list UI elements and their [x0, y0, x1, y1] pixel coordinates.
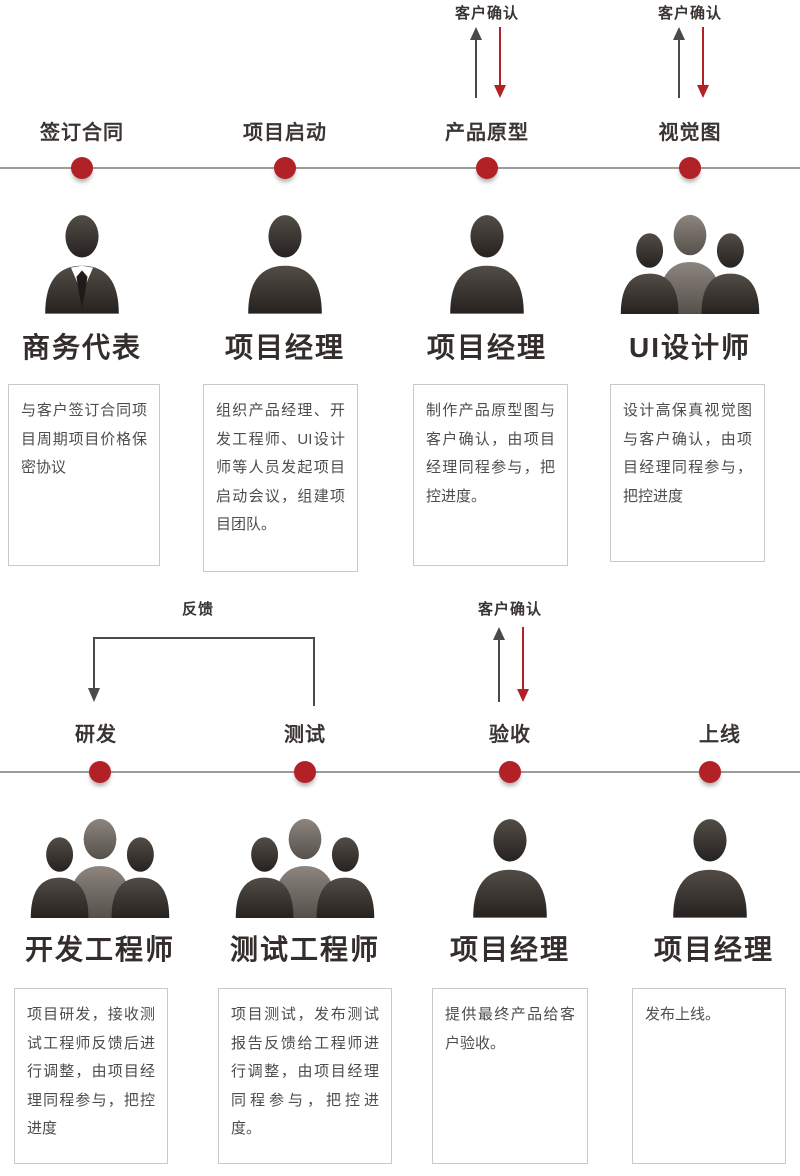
role-label: 项目经理	[426, 332, 548, 363]
role-label: 项目经理	[653, 934, 775, 965]
role-label: UI设计师	[628, 332, 752, 363]
team-group-icon	[230, 816, 380, 918]
description-box: 组织产品经理、开发工程师、UI设计师等人员发起项目启动会议，组建项目团队。	[203, 384, 358, 572]
up-arrow-icon	[470, 27, 482, 98]
role-label: 开发工程师	[24, 934, 176, 965]
business-rep-person-icon	[36, 212, 128, 314]
person-icon	[441, 212, 533, 314]
stage-dot	[476, 157, 498, 179]
customer-confirm-label: 客户确认	[477, 601, 543, 618]
description-box: 设计高保真视觉图与客户确认，由项目经理同程参与，把控进度	[610, 384, 765, 562]
customer-confirm-arrows	[482, 624, 538, 704]
down-arrow-icon	[697, 27, 709, 98]
role-label: 商务代表	[21, 332, 143, 363]
role-label: 项目经理	[449, 934, 571, 965]
up-arrow-icon	[493, 627, 505, 702]
up-arrow-icon	[673, 27, 685, 98]
description-box: 项目研发，接收测试工程师反馈后进行调整，由项目经理同程参与，把控进度	[14, 988, 168, 1164]
milestone-label: 签订合同	[40, 122, 124, 144]
description-box: 发布上线。	[632, 988, 786, 1164]
stage-dot	[294, 761, 316, 783]
stage-dot	[89, 761, 111, 783]
customer-confirm-label: 客户确认	[657, 5, 723, 22]
down-arrow-icon	[517, 627, 529, 702]
stage-dot	[274, 157, 296, 179]
customer-confirm-label: 客户确认	[454, 5, 520, 22]
description-box: 制作产品原型图与客户确认，由项目经理同程参与，把控进度。	[413, 384, 568, 566]
team-group-icon	[615, 212, 765, 314]
description-box: 提供最终产品给客户验收。	[432, 988, 588, 1164]
stage-dot	[499, 761, 521, 783]
role-label: 项目经理	[224, 332, 346, 363]
timeline-line	[0, 167, 800, 169]
person-icon	[664, 816, 756, 918]
person-icon	[464, 816, 556, 918]
milestone-label: 项目启动	[243, 122, 327, 144]
milestone-label: 测试	[284, 724, 326, 746]
stage-dot	[679, 157, 701, 179]
role-label: 测试工程师	[229, 934, 381, 965]
description-box: 与客户签订合同项目周期项目价格保密协议	[8, 384, 160, 566]
stage-dot	[699, 761, 721, 783]
description-box: 项目测试，发布测试报告反馈给工程师进行调整，由项目经理同程参与，把控进度。	[218, 988, 392, 1164]
person-icon	[239, 212, 331, 314]
down-arrow-icon	[494, 27, 506, 98]
milestone-label: 验收	[489, 724, 531, 746]
milestone-label: 产品原型	[445, 122, 529, 144]
milestone-label: 视觉图	[658, 122, 722, 144]
customer-confirm-arrows	[459, 24, 515, 100]
feedback-label: 反馈	[181, 601, 215, 618]
timeline-line	[0, 771, 800, 773]
feedback-loop-arrow	[86, 628, 322, 710]
customer-confirm-arrows	[662, 24, 718, 100]
team-group-icon	[25, 816, 175, 918]
stage-dot	[71, 157, 93, 179]
milestone-label: 上线	[699, 724, 741, 746]
milestone-label: 研发	[75, 724, 117, 746]
